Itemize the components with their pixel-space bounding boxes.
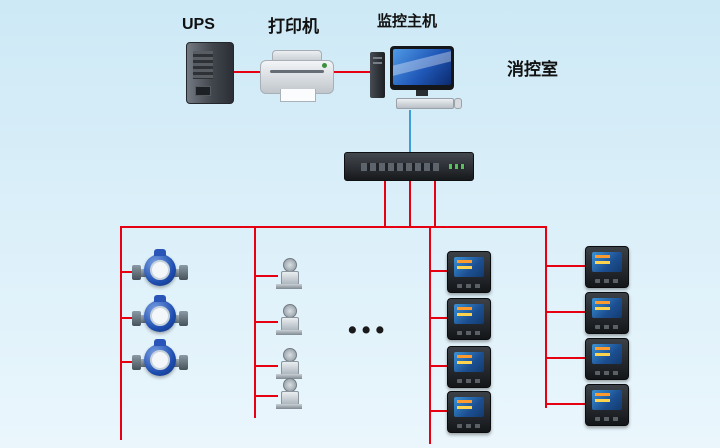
pipe-fitting-right [179,311,188,326]
control-room-label: 消控室 [507,60,558,79]
data-collector-device [344,152,474,181]
collector-leds [449,164,465,169]
pc-monitor [390,46,454,90]
monitor-host-device [368,46,462,109]
printer-output-slot [270,70,324,73]
power-meter-screen [592,344,622,364]
power-meter-1-4 [447,391,491,433]
power-meter-screen [592,298,622,318]
cable-switch-drop-left [384,180,386,227]
cable-stub-meter1-2 [431,317,447,319]
collector-ports [361,163,439,171]
power-meter-2-2 [585,292,629,334]
ups-label: UPS [182,16,215,33]
power-meter-1-3 [447,346,491,388]
cable-switch-drop-right [434,180,436,227]
valve-device-2 [276,304,302,338]
power-meter-screen [454,397,484,417]
power-meter-screen [454,304,484,324]
power-meter-buttons [457,331,481,335]
cable-stub-valve-4 [254,395,278,397]
cable-host-switch [409,110,411,152]
cable-stub-meter1-4 [431,410,447,412]
power-meter-buttons [595,371,619,375]
cable-stub-valve-1 [254,275,278,277]
power-meter-buttons [457,424,481,428]
cable-stub-meter2-2 [547,311,585,313]
water-meter-cap [154,295,166,302]
power-meter-screen [454,352,484,372]
pipe-fitting-right [179,265,188,280]
pc-monitor-stand [416,90,428,96]
pipe-fitting-left [132,355,141,370]
monitor-host-label: 监控主机 [377,13,438,30]
valve-pipe [276,330,302,335]
cable-stub-meter1-3 [431,365,447,367]
pc-keyboard [396,98,454,109]
power-meter-2-3 [585,338,629,380]
water-meter-3 [132,339,188,385]
ellipsis-more-devices: ••• [348,316,390,344]
pc-screen [393,49,451,85]
valve-handwheel [283,348,297,362]
pc-mouse [454,98,462,109]
printer-label: 打印机 [268,17,319,36]
valve-handwheel [283,304,297,318]
ups-vents [193,51,213,79]
water-meter-2 [132,295,188,341]
power-meter-screen [592,390,622,410]
water-meter-cap [154,249,166,256]
cable-stub-meter2-4 [547,403,585,405]
water-meter-body [144,344,176,376]
pipe-fitting-left [132,311,141,326]
cable-switch-drop-mid [409,180,411,227]
pipe-fitting-left [132,265,141,280]
cable-printer-host [333,71,372,73]
cable-branch-water-meters [120,226,122,440]
power-meter-1-2 [447,298,491,340]
printer-paper [280,89,316,102]
cable-bus [120,226,547,228]
water-meter-dial [150,260,170,280]
pc-tower [370,52,385,98]
power-meter-buttons [595,325,619,329]
power-meter-1-1 [447,251,491,293]
cable-stub-meter1-1 [431,270,447,272]
water-meter-body [144,300,176,332]
cable-stub-meter2-3 [547,357,585,359]
valve-handwheel [283,378,297,392]
power-meter-2-4 [585,384,629,426]
power-meter-buttons [595,279,619,283]
cable-stub-meter2-1 [547,265,585,267]
power-meter-buttons [457,379,481,383]
printer-power-led [322,63,327,68]
printer-device [260,50,334,102]
power-meter-buttons [595,417,619,421]
cable-branch-meters-2 [545,226,547,408]
water-meter-body [144,254,176,286]
ups-panel [195,86,211,96]
water-meter-1 [132,249,188,295]
power-meter-2-1 [585,246,629,288]
cable-branch-meters-1 [429,226,431,444]
water-meter-dial [150,350,170,370]
power-meter-screen [592,252,622,272]
pipe-fitting-right [179,355,188,370]
valve-pipe [276,284,302,289]
power-meter-buttons [457,284,481,288]
valve-device-4 [276,378,302,412]
cable-ups-printer [232,71,263,73]
valve-handwheel [283,258,297,272]
cable-stub-valve-3 [254,365,278,367]
valve-device-3 [276,348,302,382]
valve-pipe [276,404,302,409]
water-meter-dial [150,306,170,326]
valve-device-1 [276,258,302,292]
power-meter-screen [454,257,484,277]
water-meter-cap [154,339,166,346]
cable-stub-valve-2 [254,321,278,323]
valve-pipe [276,374,302,379]
ups-device [186,42,234,104]
